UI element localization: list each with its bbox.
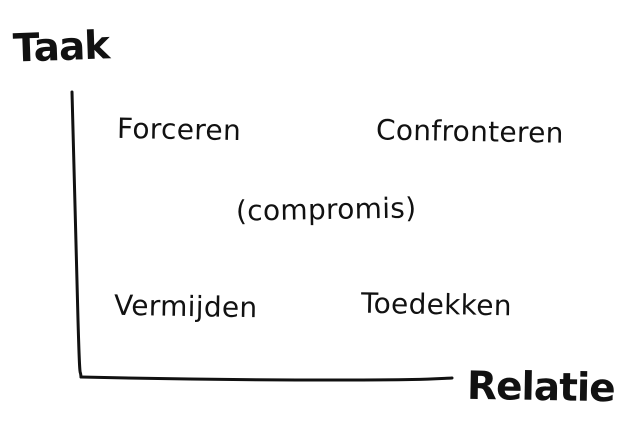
quadrant-label-vermijden: Vermijden: [113, 288, 258, 325]
quadrant-label-forceren: Forceren: [116, 111, 242, 148]
x-axis-line: [79, 375, 454, 382]
quadrant-label-toedekken: Toedekken: [360, 286, 513, 323]
x-axis-title: Relatie: [466, 363, 616, 412]
y-axis-line: [70, 90, 83, 379]
quadrant-label-compromis: (compromis): [235, 191, 417, 228]
y-axis-title: Taak: [12, 23, 110, 72]
quadrant-label-confronteren: Confronteren: [375, 113, 565, 150]
